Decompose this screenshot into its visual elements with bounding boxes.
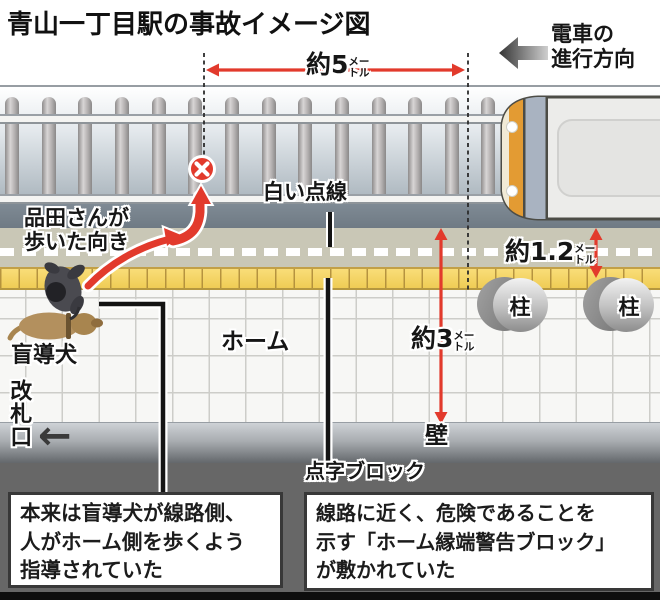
fence-rail-bottom <box>0 194 504 204</box>
callout-box-left: 本来は盲導犬が線路側、 人がホーム側を歩くよう 指導されていた <box>8 492 283 588</box>
fence-post <box>408 97 423 216</box>
fence-rail-top <box>0 114 504 124</box>
fence-post <box>224 97 239 216</box>
fence-post <box>114 97 129 216</box>
measurement-1-2m: 約1.2 メートル <box>505 237 596 266</box>
pillar-2-face <box>599 278 654 332</box>
page-title: 青山一丁目駅の事故イメージ図 <box>7 10 371 40</box>
tactile-paving-strip <box>0 267 660 290</box>
train-light-icon <box>506 121 518 133</box>
fence-post <box>78 97 93 216</box>
white-dotted-line-label: 白い点線 <box>263 180 347 204</box>
fence-post <box>334 97 349 216</box>
braille-block-label: 点字ブロック <box>305 459 425 483</box>
train-direction-label: 電車の 進行方向 <box>551 22 635 71</box>
gate-direction-arrow-icon: ← <box>38 413 72 459</box>
train-direction-arrow-icon <box>499 37 548 69</box>
wall-strip <box>0 422 660 463</box>
fence-post <box>371 97 386 216</box>
measurement-3m: 約3 メートル <box>411 324 475 353</box>
wall-label: 壁 <box>425 423 448 449</box>
fence-post <box>261 97 276 216</box>
fence-post <box>5 97 19 216</box>
train-light-icon <box>506 185 518 197</box>
callout-box-right: 線路に近く、危険であることを 示す「ホーム縁端警告ブロック」 が敷かれていた <box>304 492 654 591</box>
pillar-1-face <box>493 278 548 332</box>
measurement-5m: 約5 メートル <box>306 50 370 79</box>
guide-dog-label: 盲導犬 <box>11 343 78 368</box>
white-dotted-line <box>0 248 660 256</box>
train-icon <box>500 95 660 221</box>
walk-direction-label: 品田さんが 歩いた向き <box>24 206 129 254</box>
fence-post <box>444 97 459 216</box>
pillar-2-label: 柱 <box>618 295 640 320</box>
fence-post <box>151 97 166 216</box>
platform-label: ホーム <box>221 329 290 355</box>
platform-tiles <box>0 290 660 422</box>
pillar-1-label: 柱 <box>509 295 531 320</box>
fence-post <box>298 97 313 216</box>
fence-post <box>481 97 496 216</box>
bottom-black-bar <box>0 592 660 600</box>
fence-post <box>41 97 56 216</box>
ticket-gate-label: 改札口 <box>6 379 32 448</box>
